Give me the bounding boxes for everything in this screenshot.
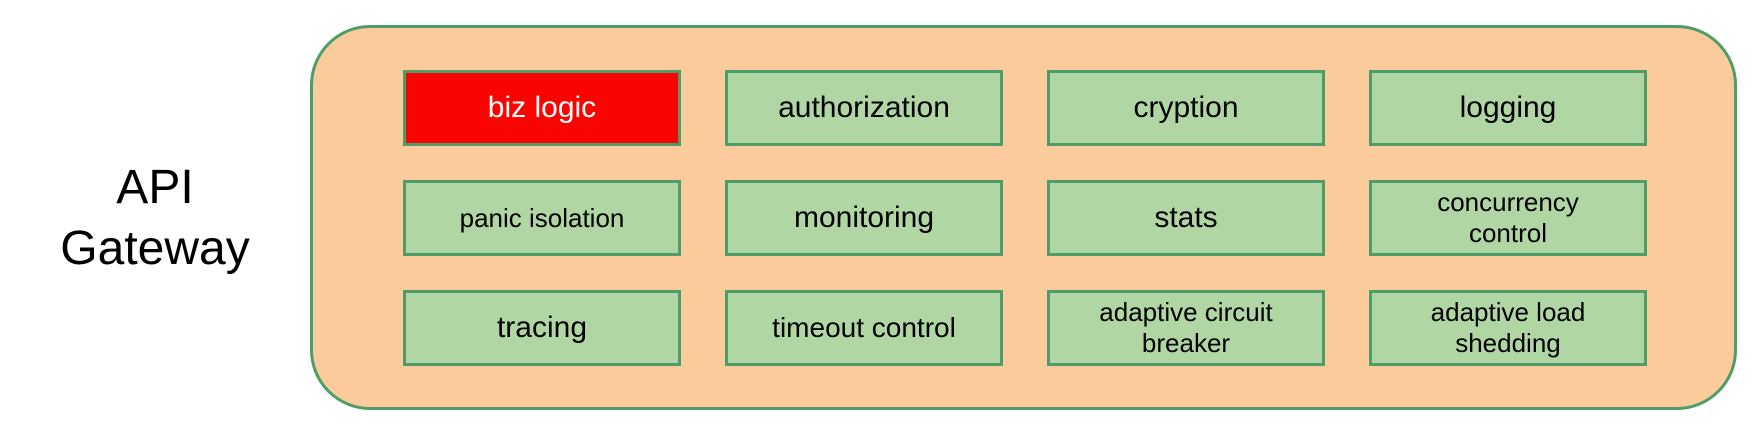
feature-box-label: stats xyxy=(1154,201,1218,235)
feature-box: logging xyxy=(1369,70,1647,146)
feature-box: concurrency control xyxy=(1369,180,1647,256)
feature-box-label: tracing xyxy=(496,311,588,345)
feature-box: cryption xyxy=(1047,70,1325,146)
feature-box-label: concurrency control xyxy=(1437,187,1579,248)
feature-box-label: logging xyxy=(1459,91,1557,125)
api-gateway-container: biz logic authorization cryption logging… xyxy=(310,25,1737,410)
feature-box: adaptive circuit breaker xyxy=(1047,290,1325,366)
feature-box: adaptive load shedding xyxy=(1369,290,1647,366)
feature-box-label: biz logic xyxy=(487,91,597,125)
feature-box: timeout control xyxy=(725,290,1003,366)
feature-box-label: monitoring xyxy=(793,201,935,235)
feature-box: authorization xyxy=(725,70,1003,146)
feature-box-label: adaptive load shedding xyxy=(1430,297,1586,358)
feature-box: stats xyxy=(1047,180,1325,256)
feature-box: monitoring xyxy=(725,180,1003,256)
feature-grid: biz logic authorization cryption logging… xyxy=(313,28,1734,407)
feature-box-label: timeout control xyxy=(772,312,956,344)
feature-box: tracing xyxy=(403,290,681,366)
feature-box-label: authorization xyxy=(778,91,950,125)
feature-box-label: panic isolation xyxy=(459,202,625,233)
feature-box: panic isolation xyxy=(403,180,681,256)
api-gateway-label: API Gateway xyxy=(60,160,250,275)
feature-box: biz logic xyxy=(403,70,681,146)
feature-box-label: adaptive circuit breaker xyxy=(1099,297,1273,358)
feature-box-label: cryption xyxy=(1133,91,1239,125)
